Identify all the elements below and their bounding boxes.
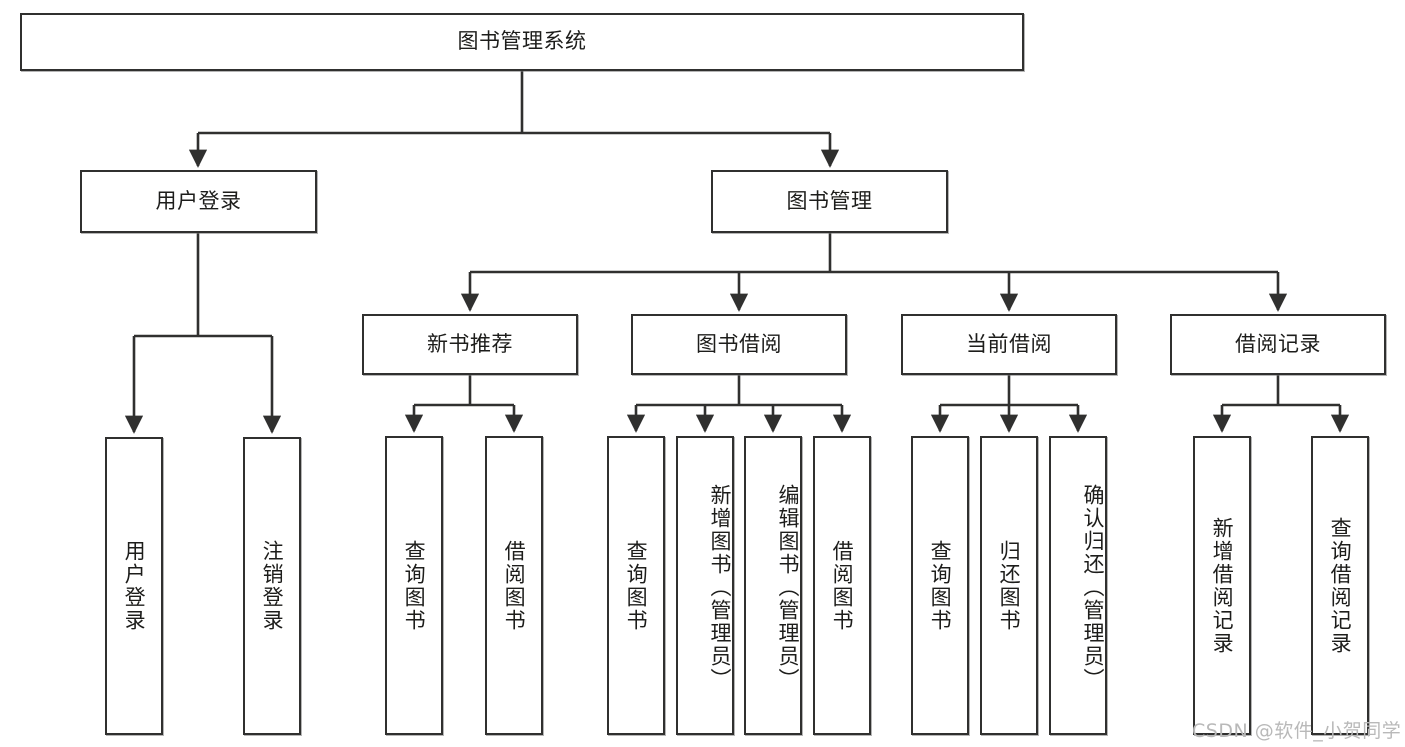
node-label: 当前借阅 bbox=[966, 331, 1052, 356]
node-label: 图书借阅 bbox=[696, 331, 782, 356]
leaf-book-borrow-edit-book-admin[interactable]: 编辑图书（管理员） bbox=[744, 436, 802, 735]
node-label: 归还图书 bbox=[997, 539, 1022, 632]
leaf-new-book-borrow-book[interactable]: 借阅图书 bbox=[485, 436, 543, 735]
node-label: 编辑图书（管理员） bbox=[776, 484, 800, 691]
node-label: 借阅图书 bbox=[830, 539, 855, 632]
node-label: 图书管理 bbox=[786, 188, 873, 213]
leaf-book-borrow-query-book[interactable]: 查询图书 bbox=[607, 436, 665, 735]
leaf-book-borrow-add-book-admin[interactable]: 新增图书（管理员） bbox=[676, 436, 734, 735]
leaf-current-borrow-confirm-return-admin[interactable]: 确认归还（管理员） bbox=[1049, 436, 1107, 735]
node-label: 用户登录 bbox=[122, 540, 147, 632]
leaf-book-borrow-borrow-book[interactable]: 借阅图书 bbox=[813, 436, 871, 735]
node-user-login[interactable]: 用户登录 bbox=[80, 170, 317, 233]
leaf-new-book-query-book[interactable]: 查询图书 bbox=[385, 436, 443, 735]
leaf-borrow-record-query-record[interactable]: 查询借阅记录 bbox=[1311, 436, 1369, 735]
watermark-text: CSDN @软件_小贺同学 bbox=[1192, 720, 1402, 742]
node-label: 新增借阅记录 bbox=[1210, 516, 1235, 655]
node-label: 新增图书（管理员） bbox=[708, 484, 732, 691]
node-book-borrow[interactable]: 图书借阅 bbox=[631, 314, 847, 375]
leaf-user-login-logout[interactable]: 注销登录 bbox=[243, 437, 301, 735]
node-label: 查询借阅记录 bbox=[1328, 516, 1353, 655]
node-label: 新书推荐 bbox=[427, 331, 513, 356]
node-label: 查询图书 bbox=[624, 539, 649, 632]
node-label: 查询图书 bbox=[928, 539, 953, 632]
node-new-book-recommend[interactable]: 新书推荐 bbox=[362, 314, 578, 375]
node-label: 查询图书 bbox=[402, 539, 427, 632]
node-label: 确认归还（管理员） bbox=[1081, 484, 1105, 691]
leaf-current-borrow-return-book[interactable]: 归还图书 bbox=[980, 436, 1038, 735]
node-current-borrow[interactable]: 当前借阅 bbox=[901, 314, 1117, 375]
leaf-user-login-login[interactable]: 用户登录 bbox=[105, 437, 163, 735]
node-borrow-record[interactable]: 借阅记录 bbox=[1170, 314, 1386, 375]
leaf-current-borrow-query-book[interactable]: 查询图书 bbox=[911, 436, 969, 735]
node-book-management[interactable]: 图书管理 bbox=[711, 170, 948, 233]
node-root-book-management-system[interactable]: 图书管理系统 bbox=[20, 13, 1024, 71]
node-label: 图书管理系统 bbox=[457, 29, 587, 54]
node-label: 用户登录 bbox=[155, 188, 242, 213]
node-label: 注销登录 bbox=[260, 540, 285, 632]
node-label: 借阅图书 bbox=[502, 539, 527, 632]
leaf-borrow-record-add-record[interactable]: 新增借阅记录 bbox=[1193, 436, 1251, 735]
node-label: 借阅记录 bbox=[1235, 331, 1321, 356]
